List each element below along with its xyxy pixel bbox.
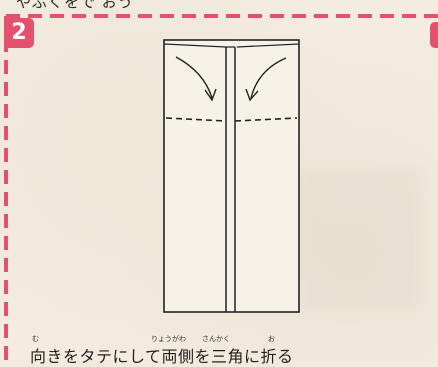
fold-arrow-right [250,57,287,99]
paper-smudge [300,170,420,310]
ruby-o: お [268,335,275,343]
fold-arrow-left [175,56,213,99]
next-step-badge-edge [430,22,438,48]
paper-outline [163,39,300,313]
top-fold-edge-left [163,43,227,48]
ruby-sankaku: さんかく [202,335,230,343]
instruction-text: 向きをタテにして両側を三角に折る [30,347,294,366]
step-number-badge: 2 [4,18,34,48]
fold-line-right [234,117,298,122]
fold-arrow-left-head [204,88,217,102]
fold-arrow-right-head [245,88,259,102]
fold-line-left [165,117,227,122]
ruby-ryougawa: りょうがわ [151,335,186,343]
ruby-mu: む [32,335,39,343]
previous-step-text: やぶくをで おう [16,0,134,11]
top-fold-edge-right [236,43,300,48]
